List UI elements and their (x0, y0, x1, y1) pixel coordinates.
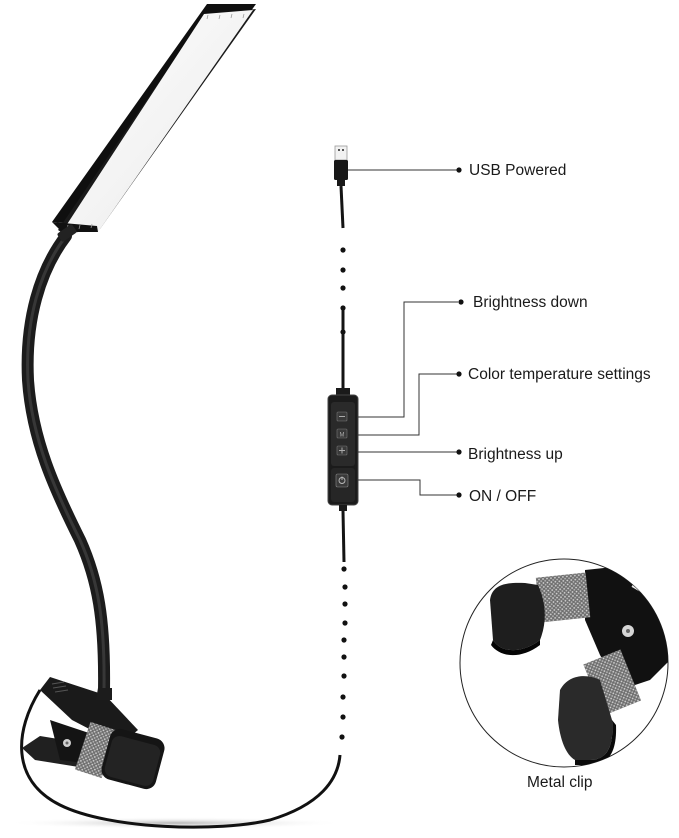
controller-button-mode[interactable]: M (336, 428, 348, 439)
controller-button-plus[interactable] (336, 445, 348, 456)
cable-dots-top (340, 247, 346, 291)
callout-brightness-down: Brightness down (473, 294, 588, 311)
gooseneck-arm (21, 230, 111, 696)
power-cable-loop (20, 689, 342, 829)
callout-usb-powered: USB Powered (469, 162, 567, 179)
callout-color-temperature: Color temperature settings (468, 366, 651, 383)
inset-caption-metal-clip: Metal clip (527, 774, 593, 791)
controller-button-power[interactable] (335, 473, 349, 488)
leader-lines (348, 169, 458, 496)
metal-clip-inset (459, 558, 669, 768)
floor-shadow (5, 817, 345, 829)
cable-dots-bottom (339, 566, 348, 740)
callout-brightness-up: Brightness up (468, 446, 563, 463)
leader-dots (456, 167, 464, 498)
lamp-head (52, 4, 256, 234)
svg-text:M: M (340, 433, 345, 439)
clip-base (22, 677, 165, 790)
controller-button-minus[interactable] (336, 411, 348, 422)
callout-on-off: ON / OFF (469, 488, 537, 505)
usb-plug (334, 145, 348, 186)
